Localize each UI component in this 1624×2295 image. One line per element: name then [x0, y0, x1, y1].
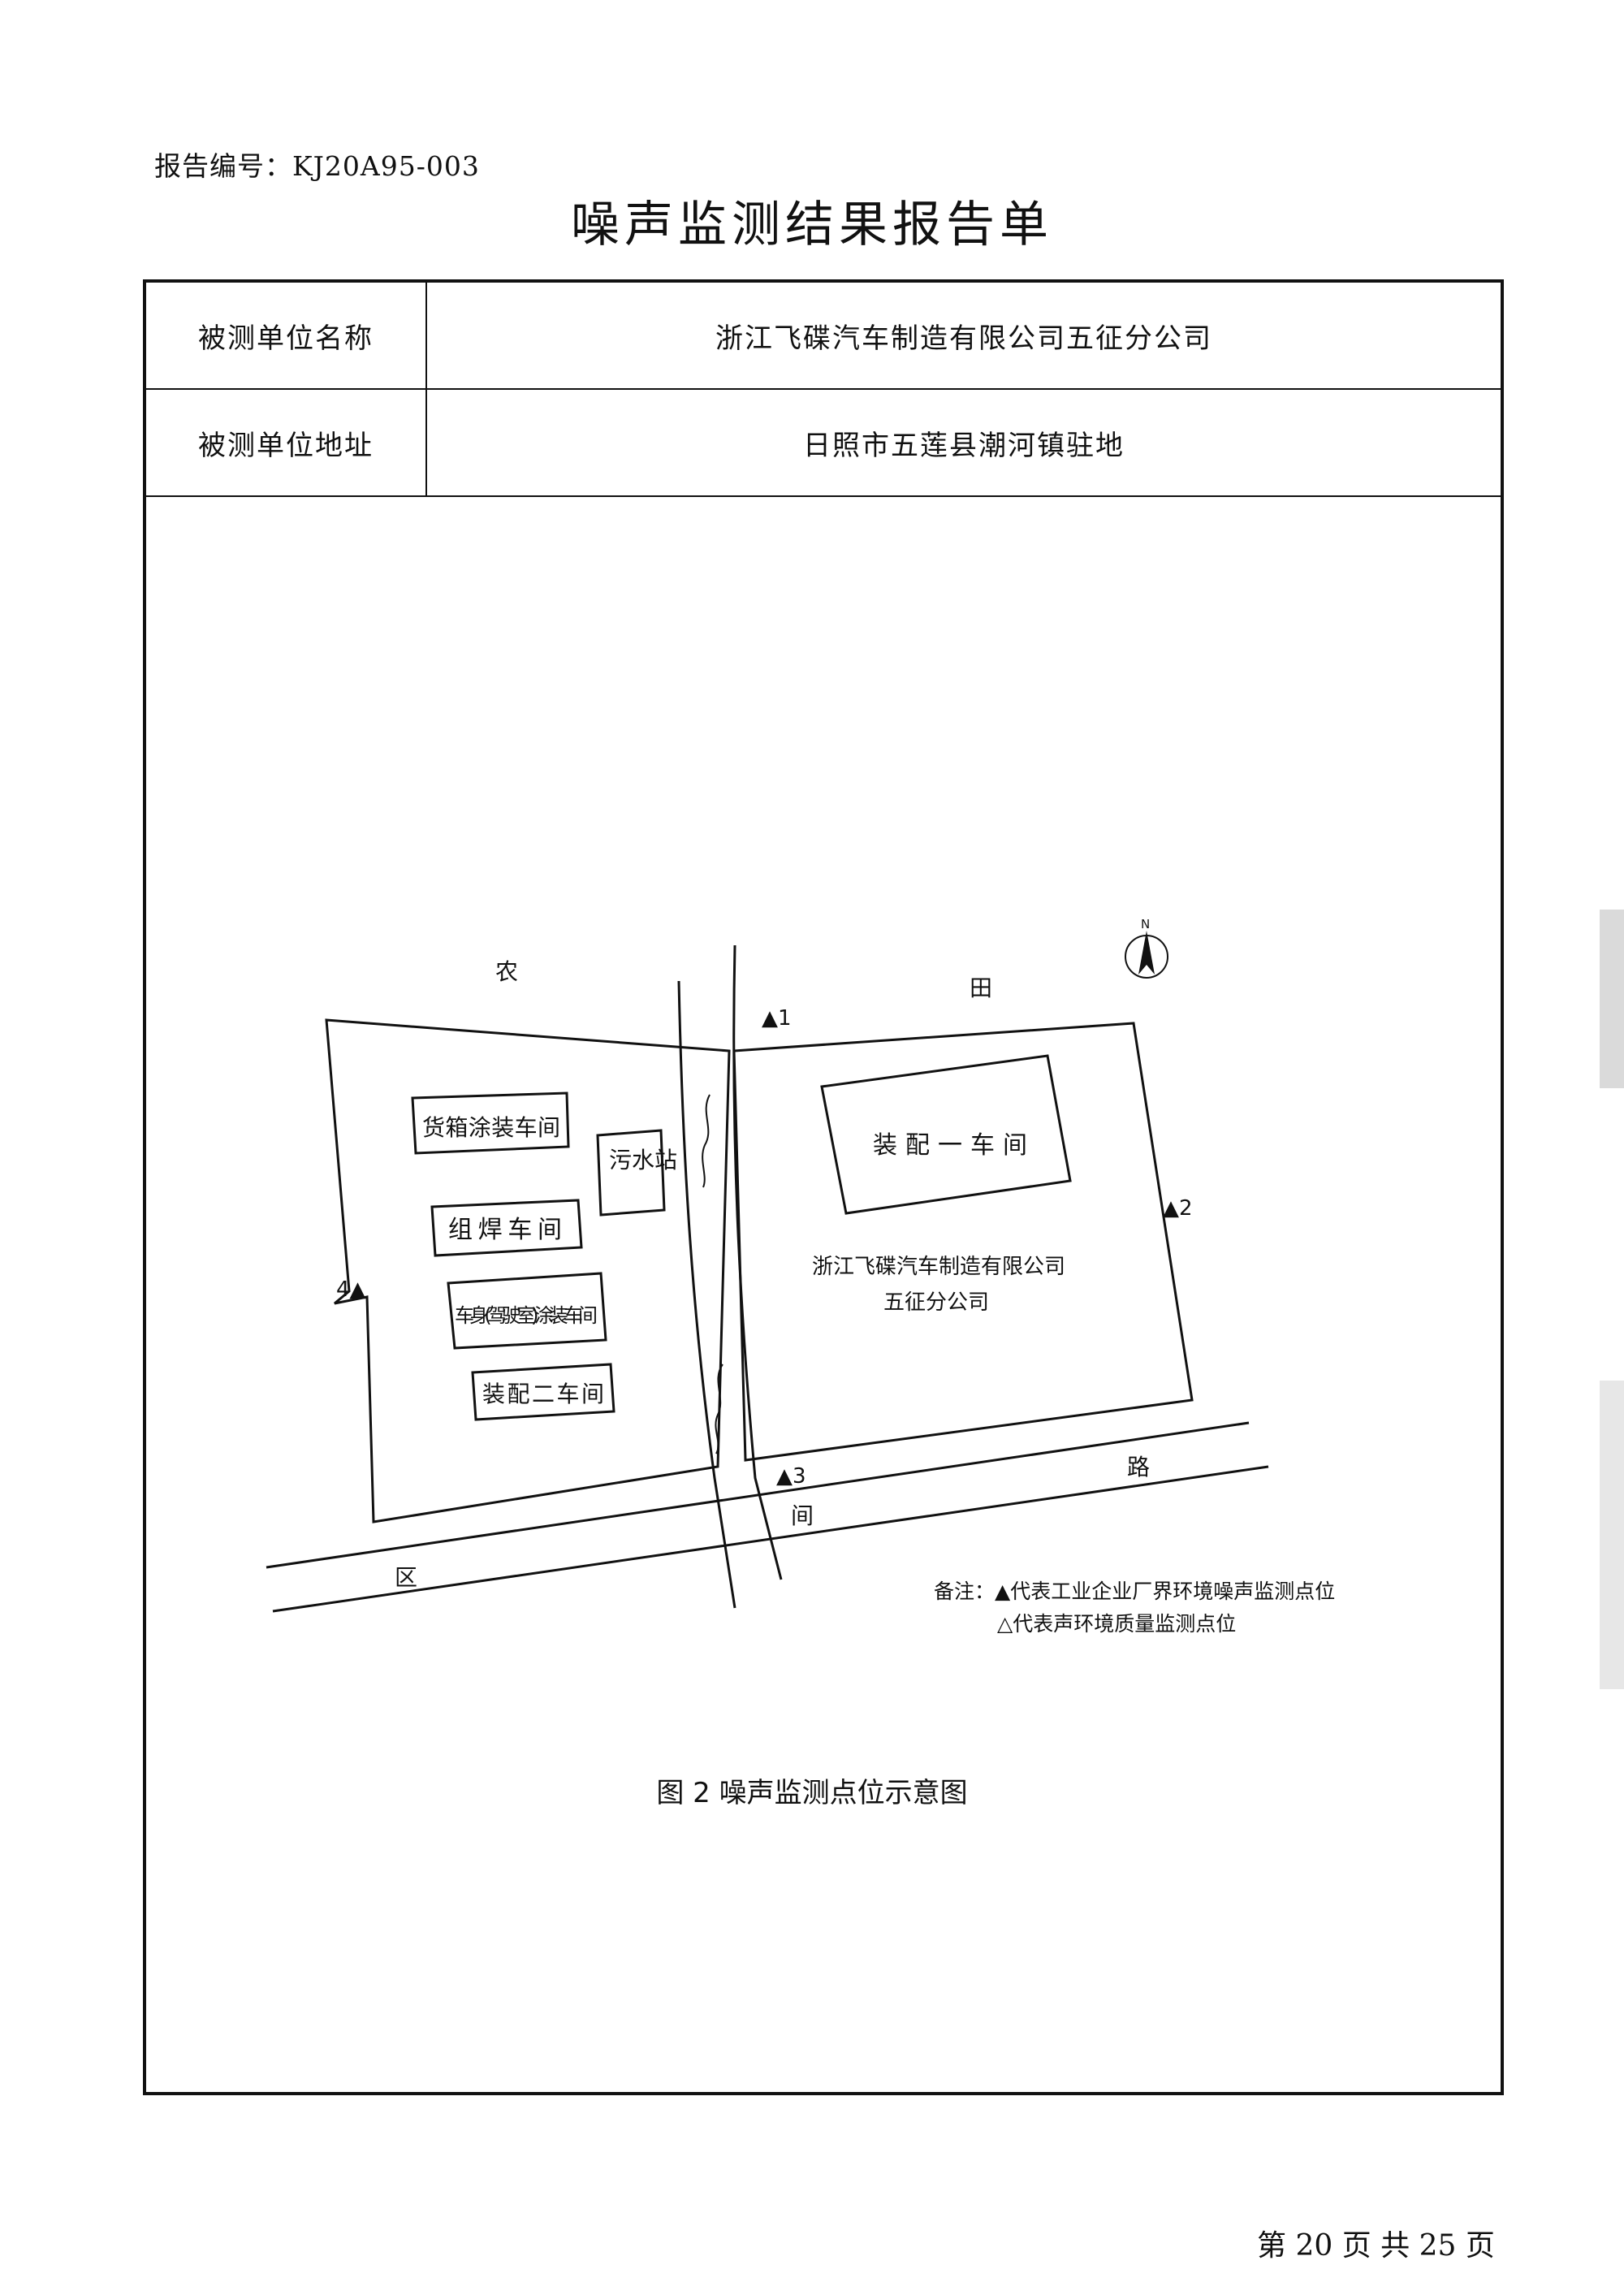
document-title: 噪声监测结果报告单: [571, 197, 1053, 253]
building-label: 车身(驾驶室)涂装车间: [455, 1304, 598, 1327]
monitoring-point-1: ▲1: [762, 1006, 792, 1031]
legend-line: 备注：▲代表工业企业厂界环境噪声监测点位: [934, 1580, 1335, 1603]
area-label-farmland: 田: [970, 975, 992, 1001]
building-label: 污水站: [609, 1147, 677, 1173]
site-boundary-right: [732, 1022, 1194, 1462]
building-assembly-2: 装配二车间: [471, 1363, 615, 1421]
building-label: 货箱涂装车间: [422, 1114, 560, 1141]
building-body-painting: 车身(驾驶室)涂装车间: [447, 1272, 607, 1350]
building-label: 组焊车间: [448, 1216, 562, 1244]
area-label-road: 路: [1127, 1454, 1150, 1480]
building-sewage-station: 污水站: [596, 1129, 677, 1217]
monitoring-point-2: ▲2: [1163, 1196, 1193, 1221]
building-assembly-1: 装配一车间: [820, 1054, 1072, 1215]
compass-label: N: [1141, 917, 1150, 931]
report-number: 报告编号：KJ20A95-003: [154, 150, 480, 182]
area-label-road: 区: [395, 1564, 417, 1591]
row-label-unit-name: 被测单位名称: [146, 283, 427, 388]
scan-artifact: [1600, 910, 1624, 1088]
row-value-unit-name: 浙江飞碟汽车制造有限公司五征分公司: [715, 322, 1212, 355]
row-label-unit-address: 被测单位地址: [146, 390, 427, 495]
monitoring-point-3: ▲3: [776, 1464, 806, 1489]
page-number: 第 20 页 共 25 页: [1257, 2229, 1495, 2263]
river-wave: [702, 1094, 710, 1188]
building-welding: 组焊车间: [430, 1199, 583, 1257]
area-label-farmland: 农: [495, 958, 518, 985]
road-line: [272, 1465, 1269, 1613]
river-line: [677, 980, 736, 1609]
site-boundary-left: [325, 1018, 731, 1524]
monitoring-point-4: 4▲: [336, 1277, 366, 1302]
table-row: 被测单位名称 浙江飞碟汽车制造有限公司五征分公司: [146, 283, 1501, 390]
building-label: 装配一车间: [873, 1131, 1027, 1160]
table-row: 被测单位地址 日照市五莲县潮河镇驻地: [146, 390, 1501, 497]
area-label-road: 间: [791, 1502, 814, 1529]
building-label: 装配二车间: [482, 1381, 604, 1407]
company-label: 五征分公司: [883, 1290, 989, 1315]
company-label: 浙江飞碟汽车制造有限公司: [812, 1255, 1065, 1279]
row-value-unit-address: 日照市五莲县潮河镇驻地: [803, 429, 1125, 462]
figure-caption: 图 2 噪声监测点位示意图: [656, 1777, 968, 1809]
north-arrow-icon: N: [1125, 917, 1168, 979]
building-label: 污水站: [609, 1147, 677, 1173]
report-frame: 被测单位名称 浙江飞碟汽车制造有限公司五征分公司 被测单位地址 日照市五莲县潮河…: [143, 279, 1504, 2095]
river-wave: [715, 1364, 723, 1454]
scan-artifact: [1600, 1381, 1624, 1689]
river-line: [732, 944, 783, 1580]
building-cargo-box-painting: 货箱涂装车间: [411, 1091, 570, 1155]
legend-line: △代表声环境质量监测点位: [997, 1612, 1236, 1636]
road-line: [266, 1421, 1250, 1569]
